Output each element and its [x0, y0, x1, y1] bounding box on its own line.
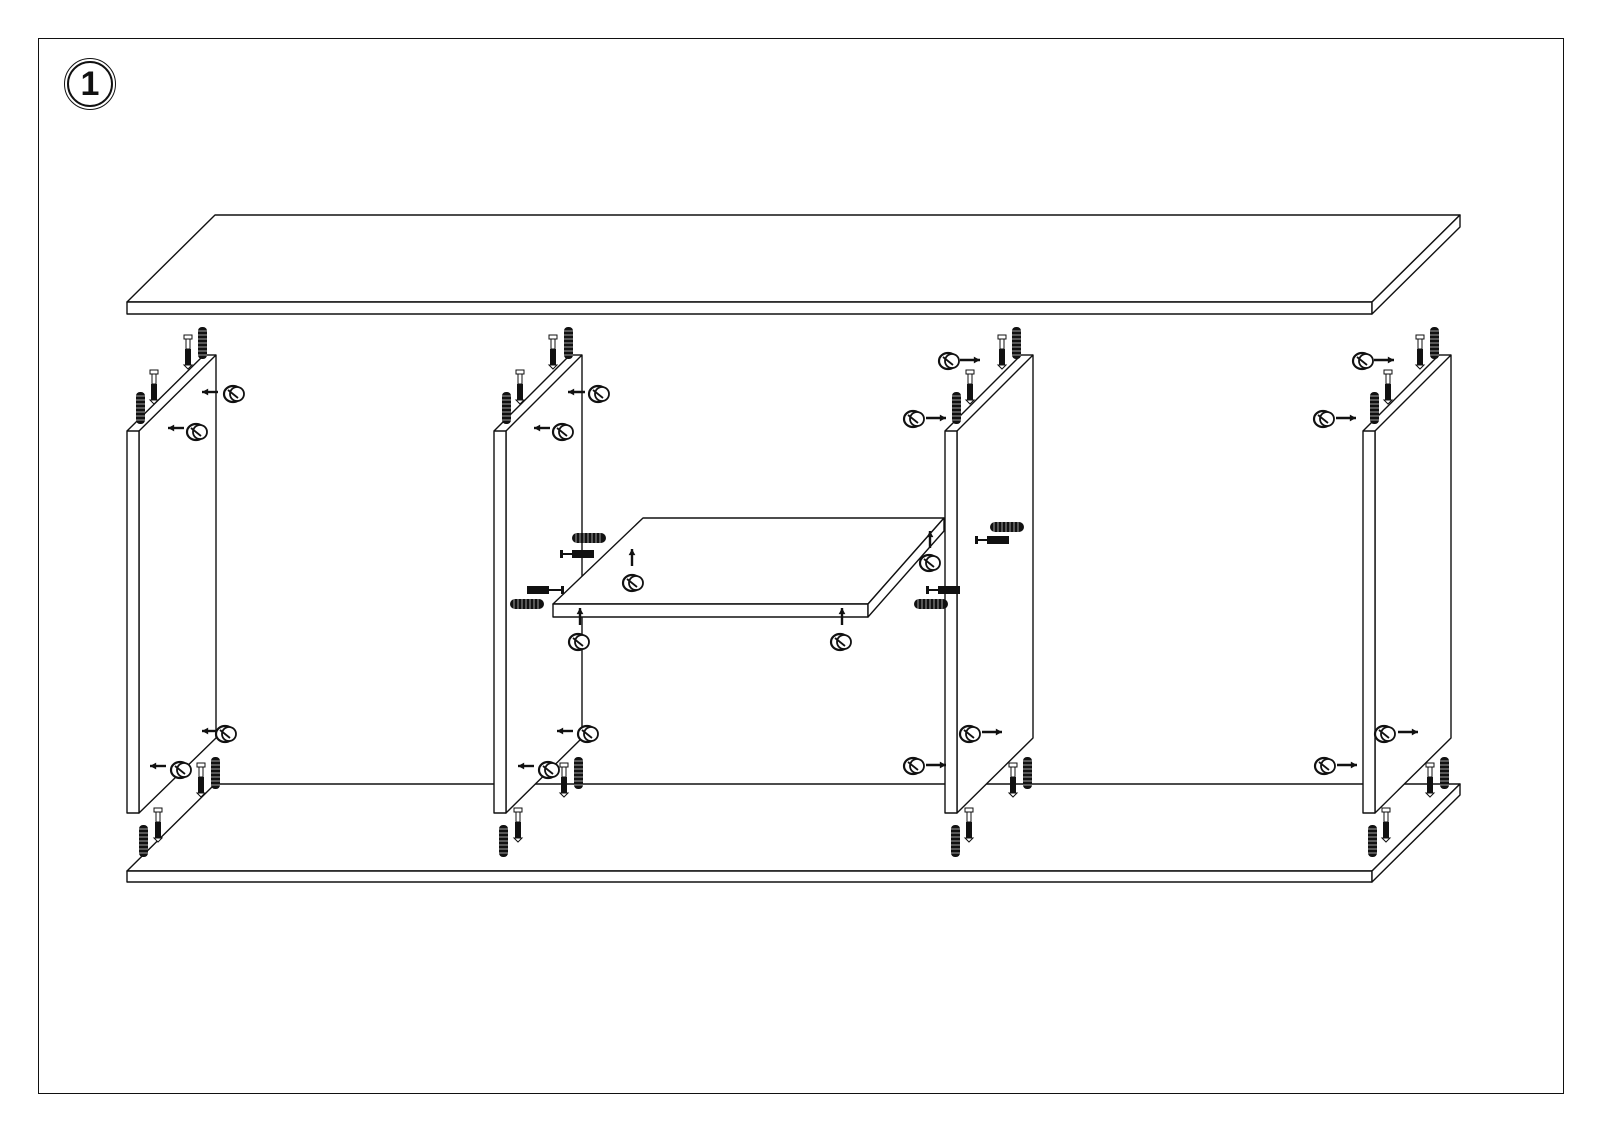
arrow-icon: [960, 357, 980, 364]
cam-lock-icon: [1375, 726, 1395, 742]
dowel-icon: [136, 392, 145, 424]
cam-lock-icon: [578, 726, 598, 742]
cam-bolt-icon: [516, 370, 524, 404]
cam-bolt-icon: [560, 763, 568, 797]
cam-bolt-icon: [1384, 370, 1392, 404]
cam-lock-icon: [1315, 758, 1335, 774]
cam-bolt-icon: [926, 586, 960, 594]
arrow-icon: [926, 415, 946, 422]
bottom-panel: [127, 784, 1460, 882]
cam-lock-icon: [920, 555, 940, 571]
dowel-icon: [914, 599, 948, 609]
cam-lock-icon: [171, 762, 191, 778]
dowel-icon: [564, 327, 573, 359]
bottom-panel-surface: [127, 784, 1460, 871]
arrow-icon: [1336, 415, 1356, 422]
cam-bolt-icon: [998, 335, 1006, 369]
side-panel-3-front-edge: [945, 431, 957, 813]
top-panel: [127, 215, 1460, 314]
dowel-icon: [510, 599, 544, 609]
side-panel-2-front-edge: [494, 431, 506, 813]
cam-bolt-icon: [154, 808, 162, 842]
cam-bolt-icon: [150, 370, 158, 404]
cam-lock-icon: [904, 758, 924, 774]
cam-bolt-icon: [1426, 763, 1434, 797]
side-panel-1-front-edge: [127, 431, 139, 813]
cam-lock-icon: [960, 726, 980, 742]
cam-bolt-icon: [1416, 335, 1424, 369]
cam-lock-icon: [1314, 411, 1334, 427]
side-panel-2-face: [506, 355, 582, 813]
dowel-icon: [1023, 757, 1032, 789]
cam-lock-icon: [939, 353, 959, 369]
dowel-icon: [952, 392, 961, 424]
dowel-icon: [499, 825, 508, 857]
cam-lock-icon: [187, 424, 207, 440]
arrow-icon: [926, 762, 946, 769]
dowel-icon: [211, 757, 220, 789]
cam-lock-icon: [904, 411, 924, 427]
cam-lock-icon: [553, 424, 573, 440]
dowel-icon: [502, 392, 511, 424]
dowel-icon: [572, 533, 606, 543]
dowel-icon: [574, 757, 583, 789]
cam-bolt-icon: [549, 335, 557, 369]
arrow-icon: [1374, 357, 1394, 364]
dowel-icon: [1012, 327, 1021, 359]
cam-lock-icon: [224, 386, 244, 402]
cam-lock-icon: [539, 762, 559, 778]
shelf-front-edge: [553, 604, 868, 617]
bottom-panel-front-edge: [127, 871, 1372, 882]
cam-bolt-icon: [966, 370, 974, 404]
cam-lock-icon: [1353, 353, 1373, 369]
dowel-icon: [139, 825, 148, 857]
cam-lock-icon: [589, 386, 609, 402]
dowel-icon: [1370, 392, 1379, 424]
cam-lock-icon: [569, 634, 589, 650]
dowel-icon: [951, 825, 960, 857]
top-panel-front-edge: [127, 302, 1372, 314]
dowel-icon: [1368, 825, 1377, 857]
side-panel-4-face: [1375, 355, 1451, 813]
cam-lock-icon: [831, 634, 851, 650]
dowel-icon: [198, 327, 207, 359]
arrow-icon: [1337, 762, 1357, 769]
dowel-icon: [1430, 327, 1439, 359]
cam-bolt-icon: [184, 335, 192, 369]
cam-lock-icon: [623, 575, 643, 591]
cam-bolt-icon: [197, 763, 205, 797]
dowel-icon: [1440, 757, 1449, 789]
cam-bolt-icon: [1009, 763, 1017, 797]
dowel-icon: [990, 522, 1024, 532]
side-panel-4-front-edge: [1363, 431, 1375, 813]
top-panel-surface: [127, 215, 1460, 302]
shelf: [553, 518, 944, 617]
side-panel-1-face: [139, 355, 216, 813]
cam-lock-icon: [216, 726, 236, 742]
side-panel-3-face: [957, 355, 1033, 813]
